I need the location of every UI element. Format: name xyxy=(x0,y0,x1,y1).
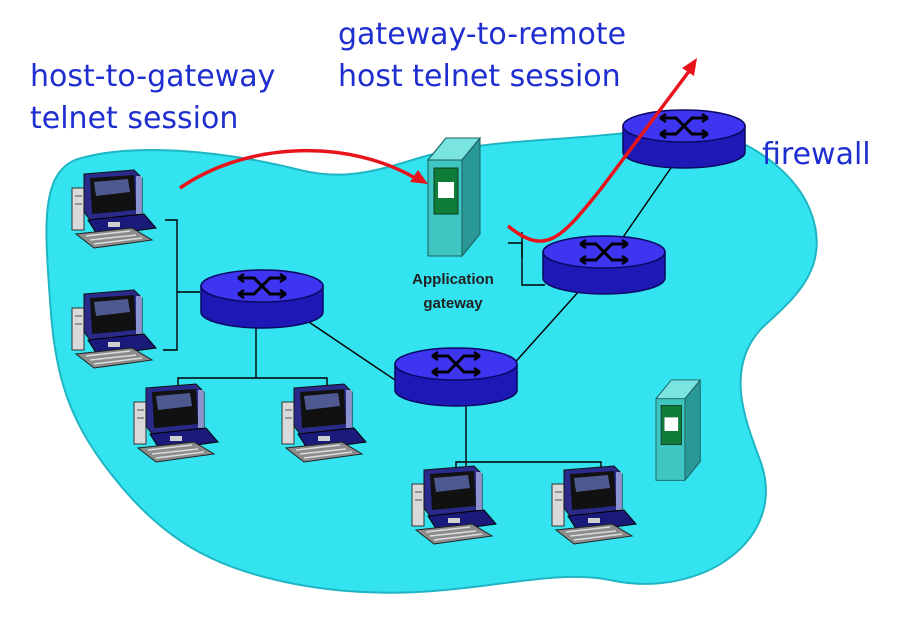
arrow-icon xyxy=(410,170,428,184)
gateway-to-remote-label-line1: gateway-to-remote xyxy=(338,17,627,52)
gateway-server-icon xyxy=(655,379,701,481)
application-gateway-label-line2: gateway xyxy=(423,295,483,312)
application-gateway-label-line1: Application xyxy=(412,271,494,288)
host-to-gateway-label-line2: telnet session xyxy=(30,101,239,136)
router-icon xyxy=(393,346,519,408)
gateway-server-icon xyxy=(427,137,481,257)
session-arrow-host-to-gateway xyxy=(179,148,428,190)
session-arrow-gateway-to-remote xyxy=(506,58,697,243)
router-icon xyxy=(541,234,667,296)
host-to-gateway-label: host-to-gateway telnet session xyxy=(30,56,275,140)
router-icon xyxy=(199,268,325,330)
host-to-gateway-label-line1: host-to-gateway xyxy=(30,59,276,94)
application-gateway-label: Application gateway xyxy=(392,268,514,316)
gateway-to-remote-label-line2: host telnet session xyxy=(338,59,621,94)
arrow-icon xyxy=(682,58,697,76)
router-icon xyxy=(621,108,747,170)
gateway-to-remote-label: gateway-to-remote host telnet session xyxy=(338,14,626,98)
firewall-label: firewall xyxy=(762,137,871,172)
